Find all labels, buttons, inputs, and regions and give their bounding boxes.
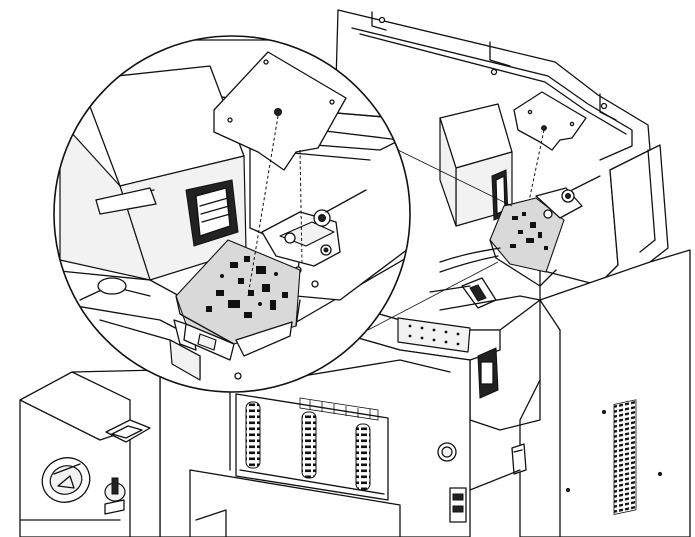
front-slot-vent-1 [245,401,261,469]
pedestal-plate [105,419,151,443]
board-components [206,256,288,318]
magnifier-ring [53,35,411,393]
side-vent-grille [613,399,637,515]
front-slot-vent-3 [355,423,371,491]
connector-panel [397,317,471,353]
front-slot-vent-2 [301,411,317,479]
screw-marker [378,16,386,24]
cover-screw-hole [274,108,282,116]
alignment-line-2 [299,149,303,265]
right-vent-panel [539,249,691,537]
machine-body [19,9,691,537]
latch [511,443,527,475]
callout-leader-bottom [367,261,499,331]
bottom-connector [449,487,467,523]
callout-leader-top [397,149,513,207]
actual-cover-plate [513,91,587,151]
warning-triangle-icon [57,475,75,489]
control-pedestal [19,369,161,537]
callout-magnifier [53,35,513,393]
alignment-line-1 [247,115,279,297]
actual-board-location [429,91,601,311]
